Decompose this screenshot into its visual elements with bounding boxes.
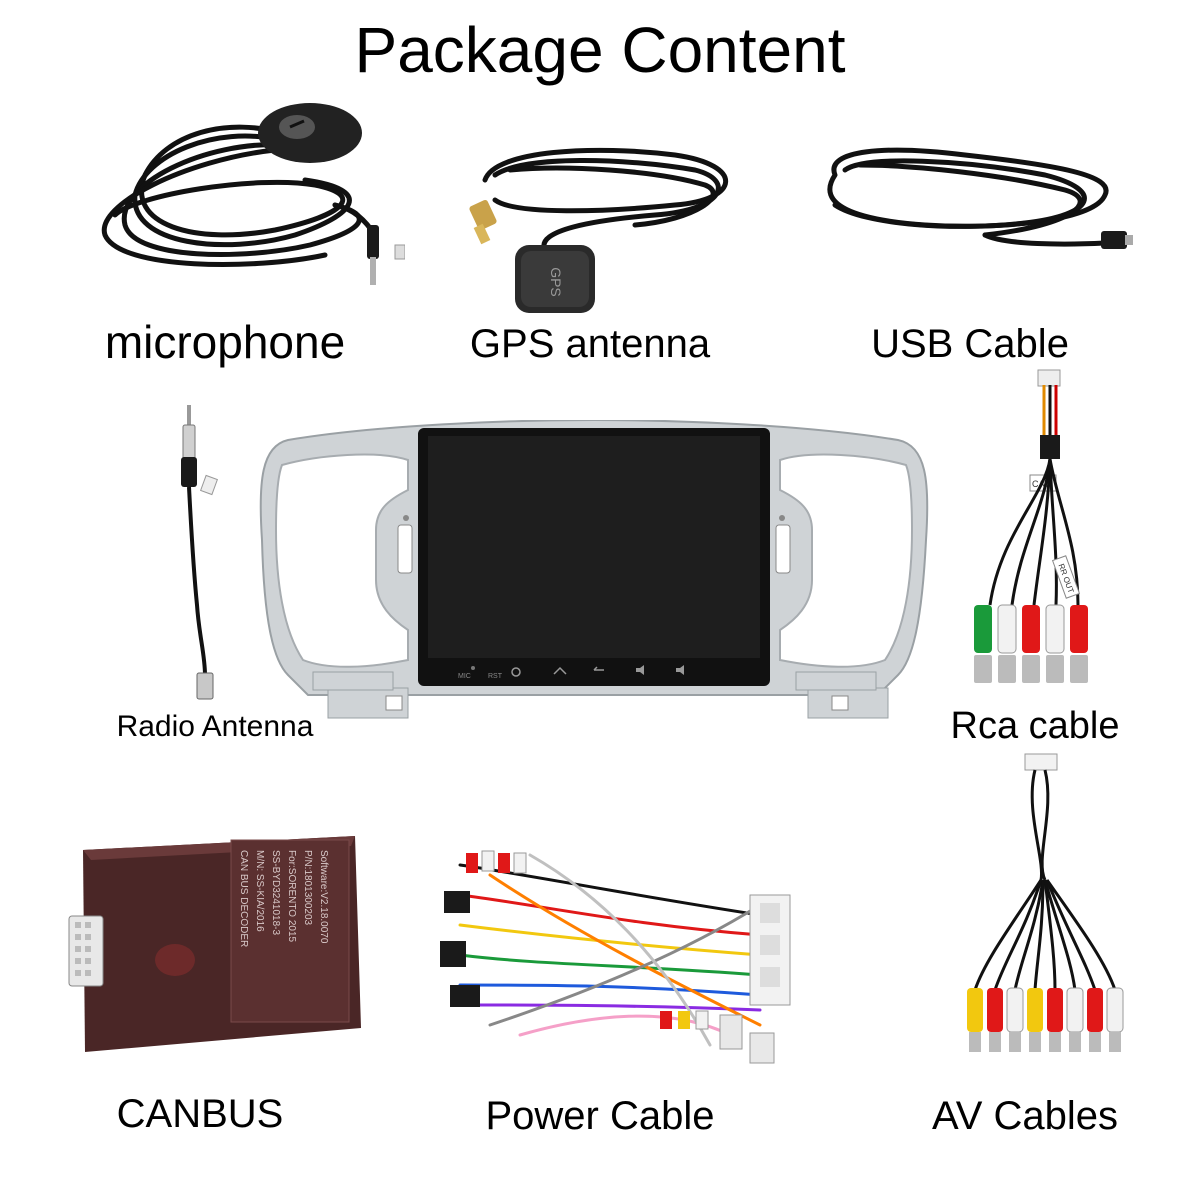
canbus-image: CAN BUS DECODER M/N: SS-KIA/2016 SS-BYD3…	[55, 830, 365, 1060]
microphone-label: microphone	[104, 316, 346, 368]
canbus-sticker-line-5: P/N:1801300203	[302, 850, 313, 926]
power-icon	[511, 667, 521, 677]
canbus-sticker-line-4: For:SORENTO 2015	[286, 850, 297, 943]
head-unit-rst-label: RST	[488, 673, 503, 680]
canbus-sticker-line-6: Software:V2.18.0070	[318, 850, 329, 944]
microphone-image	[75, 95, 405, 295]
canbus-sticker-line-3: SS-BYD3241018-3	[270, 850, 281, 935]
usb-cable-label: USB Cable	[871, 322, 1069, 366]
radio-antenna-image	[165, 395, 245, 705]
volume-down-icon	[676, 665, 684, 675]
power-cable-label: Power Cable	[485, 1094, 715, 1138]
canbus-label: CANBUS	[116, 1092, 284, 1136]
back-icon	[593, 666, 604, 671]
gps-antenna-label: GPS antenna	[469, 322, 711, 366]
head-unit-image: MIC RST	[258, 420, 930, 725]
rca-cable-label: Rca cable	[950, 705, 1120, 747]
av-cables-label: AV Cables	[931, 1094, 1118, 1138]
head-unit-mic-label: MIC	[458, 673, 471, 680]
rca-cable-image: CAO RR OUT	[960, 365, 1110, 695]
gps-module-text: GPS	[548, 267, 564, 297]
canbus-sticker-line-2: M/N: SS-KIA/2016	[254, 850, 265, 932]
volume-up-icon	[636, 665, 644, 675]
usb-cable-image	[805, 135, 1135, 265]
gps-antenna-image: GPS	[455, 120, 755, 320]
av-cables-image	[955, 750, 1135, 1070]
page-title: Package Content	[354, 14, 846, 86]
canbus-sticker-line-1: CAN BUS DECODER	[238, 850, 249, 947]
home-icon	[553, 666, 567, 675]
radio-antenna-label: Radio Antenna	[116, 710, 314, 743]
power-cable-image	[430, 835, 810, 1075]
